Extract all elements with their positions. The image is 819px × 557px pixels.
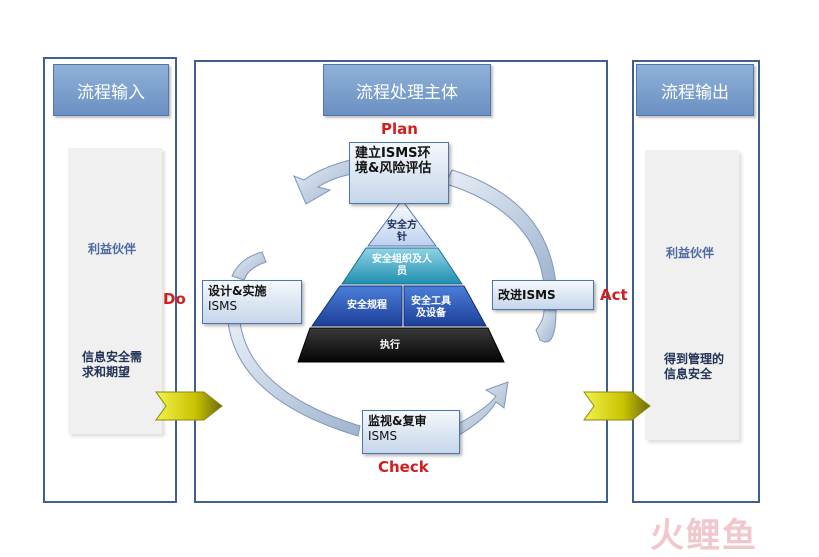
input-header: 流程输入 xyxy=(53,64,169,116)
output-arrow xyxy=(583,391,651,421)
act-box: 改进ISMS xyxy=(492,280,594,310)
pyramid-base xyxy=(297,327,505,363)
output-description: 得到管理的信息安全 xyxy=(664,352,725,381)
pyramid-third-left xyxy=(311,285,403,327)
cycle-arrows xyxy=(227,159,557,439)
do-box-line2: ISMS xyxy=(208,299,238,313)
plan-label: Plan xyxy=(381,120,418,138)
check-label: Check xyxy=(378,458,429,476)
pyramid-second-label: 安全组织及人员 xyxy=(372,254,432,277)
input-stakeholder: 利益伙伴 xyxy=(88,242,137,256)
output-stakeholder: 利益伙伴 xyxy=(666,246,715,260)
pyramid-base-label: 执行 xyxy=(380,340,400,351)
arrow-plan-to-act xyxy=(445,169,557,286)
arrow-check-to-act xyxy=(449,381,509,439)
check-box-line1: 监视&复审 xyxy=(368,414,427,428)
pyramid-second xyxy=(341,247,463,285)
watermark-logo: 火鲤鱼 xyxy=(650,516,758,556)
arrow-do-to-check xyxy=(227,321,361,437)
do-label: Do xyxy=(163,290,186,308)
arrow-to-do xyxy=(231,251,267,281)
pyramid-top xyxy=(367,199,437,247)
arrow-to-plan xyxy=(293,159,353,205)
arrow-act-to-check xyxy=(535,309,557,343)
process-header: 流程处理主体 xyxy=(323,64,491,116)
pyramid-third-right-label: 安全工具及设备 xyxy=(411,296,451,319)
input-arrow xyxy=(155,391,223,421)
do-box-line1: 设计&实施 xyxy=(208,284,267,298)
pyramid-third-right xyxy=(403,285,487,327)
do-box: 设计&实施 ISMS xyxy=(202,280,302,324)
security-pyramid xyxy=(297,199,505,363)
input-description: 信息安全需求和期望 xyxy=(82,350,143,379)
input-content-box xyxy=(68,148,162,434)
pyramid-third-left-label: 安全规程 xyxy=(347,300,387,311)
check-box-line2: ISMS xyxy=(368,429,398,443)
check-box: 监视&复审 ISMS xyxy=(362,410,460,454)
act-label: Act xyxy=(600,286,628,304)
pyramid-top-label: 安全方针 xyxy=(387,220,417,243)
output-header: 流程输出 xyxy=(636,64,754,116)
output-content-box xyxy=(645,150,739,440)
plan-box: 建立ISMS环境&风险评估 xyxy=(349,142,449,204)
